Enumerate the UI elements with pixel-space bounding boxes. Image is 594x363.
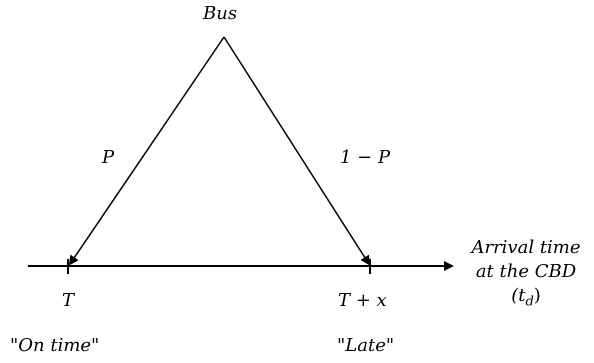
branch-right-arrow [223,36,371,266]
outcome-time-on-time: T [62,290,75,311]
branch-left-arrow [68,36,225,266]
branch-right-probability: 1 − P [340,147,391,168]
axis-label-line2: at the CBD [475,261,577,282]
axis-label-subscript: d [525,294,534,310]
outcome-time-late: T + x [338,290,387,311]
axis-label: Arrival time at the CBD (td) [458,238,594,313]
branch-left-probability: P [102,147,115,168]
axis-label-line1: Arrival time [471,237,581,258]
outcome-label-on-time: "On time" [10,335,100,356]
root-label-bus: Bus [203,3,238,24]
axis-label-close: ) [533,285,541,306]
axis-label-line3: (td) [458,286,594,313]
outcome-label-late: "Late" [337,335,395,356]
axis-label-open: (t [511,285,526,306]
